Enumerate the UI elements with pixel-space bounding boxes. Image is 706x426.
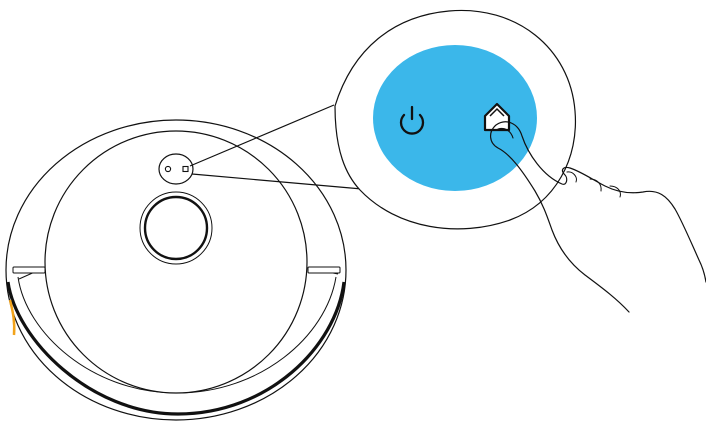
mini-home-button xyxy=(182,165,189,173)
robot-control-panel xyxy=(158,153,194,185)
callout-connector-upper xyxy=(189,104,335,167)
mini-power-button xyxy=(164,165,172,173)
hand-outline xyxy=(490,121,706,313)
lidar-sensor-ring xyxy=(143,195,209,261)
magnified-panel xyxy=(334,9,577,230)
orange-side-brush-marker xyxy=(8,299,16,336)
blue-control-panel xyxy=(373,45,537,191)
knuckle-detail-1 xyxy=(566,171,577,183)
right-bumper-sensor xyxy=(307,266,341,274)
power-icon xyxy=(399,105,425,135)
callout-connector xyxy=(189,104,363,190)
knuckle-detail-3 xyxy=(609,185,621,198)
callout-connector-lower xyxy=(191,173,363,190)
power-icon-arc xyxy=(399,113,425,135)
pressing-hand xyxy=(490,121,706,313)
robot-bumper-lower-band xyxy=(6,281,346,416)
home-icon-shape xyxy=(483,102,511,132)
finger-tip-detail xyxy=(497,127,514,139)
knuckle-detail-2 xyxy=(589,178,602,192)
robot-vacuum xyxy=(5,119,347,421)
home-icon-roof-accent xyxy=(489,107,505,117)
home-icon xyxy=(483,102,511,132)
left-bumper-sensor xyxy=(12,266,46,274)
